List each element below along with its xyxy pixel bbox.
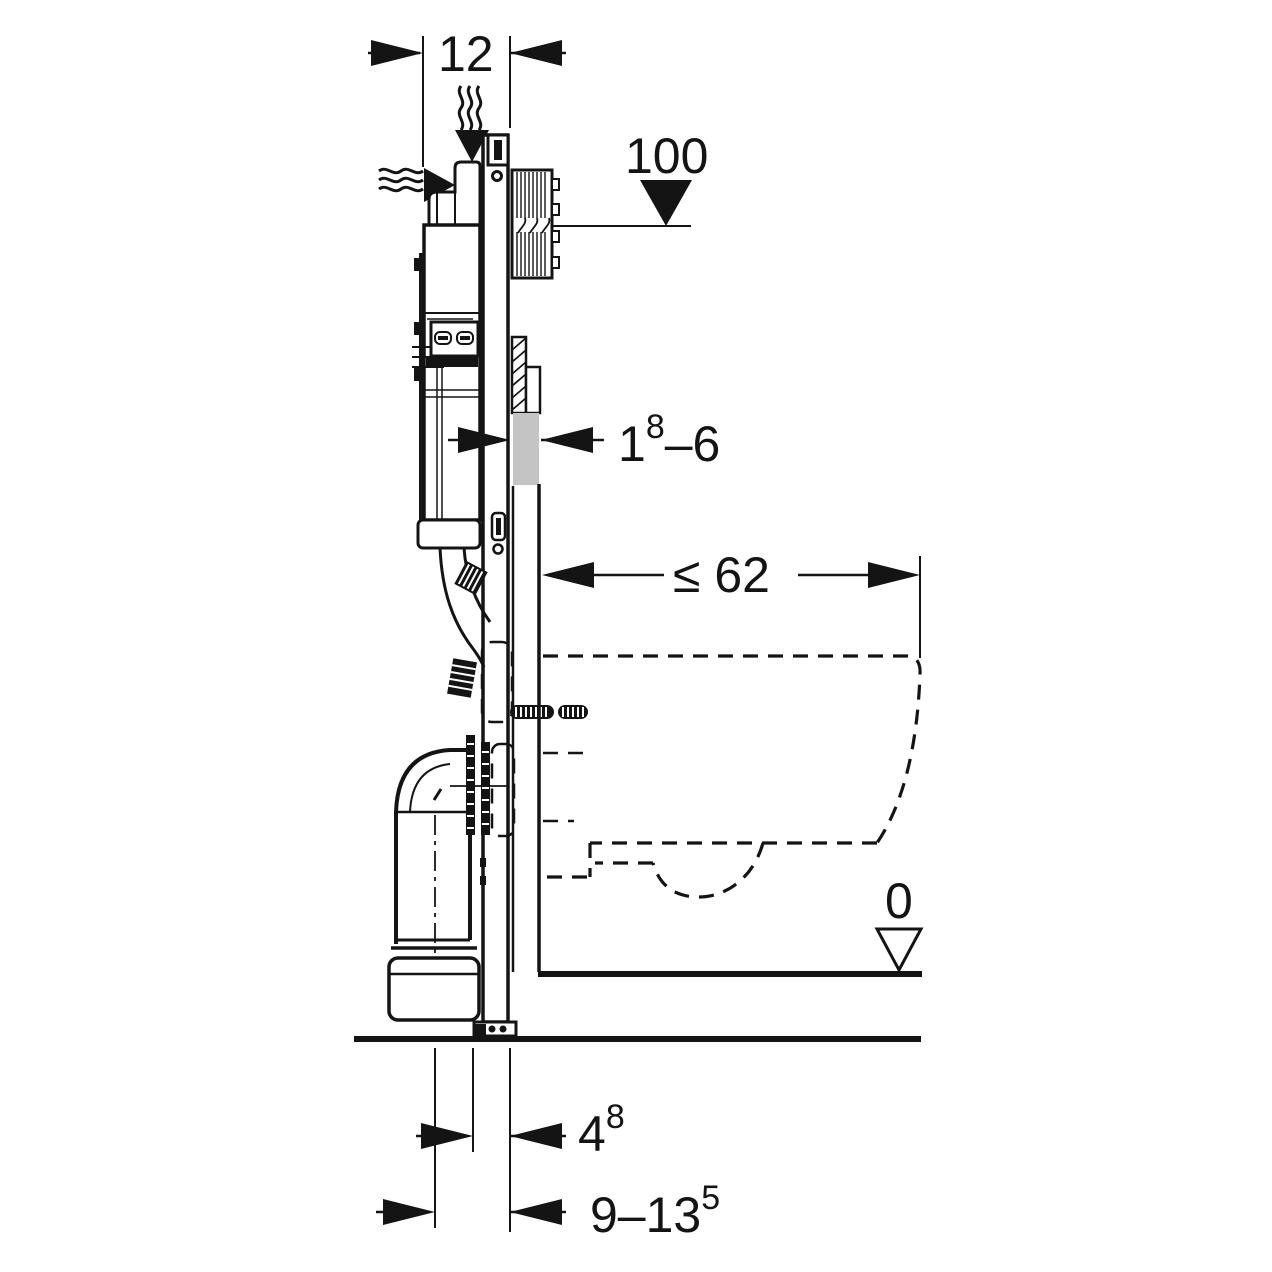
foot-screw xyxy=(488,1025,496,1033)
arrow-right-icon xyxy=(458,427,510,453)
foot-screw xyxy=(499,1025,507,1033)
leg-lock-pin xyxy=(480,858,486,867)
box-tab xyxy=(551,230,560,243)
wave-icon xyxy=(378,176,424,184)
frame-depth-label: 12 xyxy=(438,26,494,82)
bowl-depth-label: ≤ 62 xyxy=(673,547,770,603)
wall-anchor-rod xyxy=(510,705,588,719)
cistern-body xyxy=(422,223,482,522)
rail-hole xyxy=(492,543,504,555)
drain-offset-label: 9–135 xyxy=(590,1179,720,1243)
dimension-drain-offset: 9–135 xyxy=(376,1179,720,1243)
break-mark xyxy=(514,218,550,232)
wave-icon xyxy=(457,85,465,131)
wave-icon xyxy=(475,85,483,131)
toilet-outline xyxy=(543,654,922,899)
drain-floor-socket xyxy=(387,956,481,1022)
level-triangle-icon xyxy=(640,180,692,226)
foot-clamp xyxy=(474,1024,486,1035)
arrow-down-icon xyxy=(455,130,489,162)
actuator-height-label: 100 xyxy=(625,128,708,184)
hatch-pattern xyxy=(511,337,527,411)
water-supply-arrow-top xyxy=(455,85,489,162)
frame-leg-foot xyxy=(472,1020,518,1038)
dimension-frame-depth: 12 xyxy=(368,26,566,167)
box-tab xyxy=(551,256,560,269)
arrow-right-icon xyxy=(371,40,423,66)
seal-zone xyxy=(513,413,539,485)
dimension-bowl-depth: ≤ 62 xyxy=(542,547,921,658)
drain-elbow xyxy=(391,735,508,1016)
wave-icon xyxy=(378,167,424,175)
pipe-coupling xyxy=(447,658,477,698)
arrow-left-icon xyxy=(510,40,562,66)
cistern xyxy=(412,160,482,550)
cladding-thickness-label: 18–6 xyxy=(618,408,720,472)
arrow-right-icon xyxy=(868,562,920,588)
surface-tick xyxy=(432,788,443,801)
drain-coupling xyxy=(466,735,490,835)
cistern-bottom-cap xyxy=(416,518,482,550)
front-offset-label: 48 xyxy=(578,1098,625,1162)
flush-actuator-box xyxy=(510,168,560,280)
arrow-right-icon xyxy=(383,1199,435,1225)
arrow-right-icon xyxy=(421,1123,473,1149)
floor-level-label: 0 xyxy=(885,873,913,929)
level-triangle-icon xyxy=(874,927,924,974)
level-marker-100: 100 xyxy=(553,128,708,227)
drywall-board xyxy=(524,365,542,415)
dimension-cladding-thickness: 18–6 xyxy=(448,408,720,472)
box-tab xyxy=(551,203,560,216)
box-tab xyxy=(551,178,560,191)
wave-icon xyxy=(466,85,474,131)
level-marker-0: 0 xyxy=(874,873,924,974)
leg-lock-pin xyxy=(480,876,486,885)
rail-hole xyxy=(491,170,503,182)
protection-box-edge xyxy=(419,253,425,543)
rail-top-slot xyxy=(494,140,502,160)
wave-icon xyxy=(378,185,424,193)
wall-cladding xyxy=(510,335,542,972)
pipe-coupling xyxy=(454,560,488,596)
dimension-front-offset: 48 xyxy=(416,1048,625,1232)
floor-lines xyxy=(354,971,922,1042)
